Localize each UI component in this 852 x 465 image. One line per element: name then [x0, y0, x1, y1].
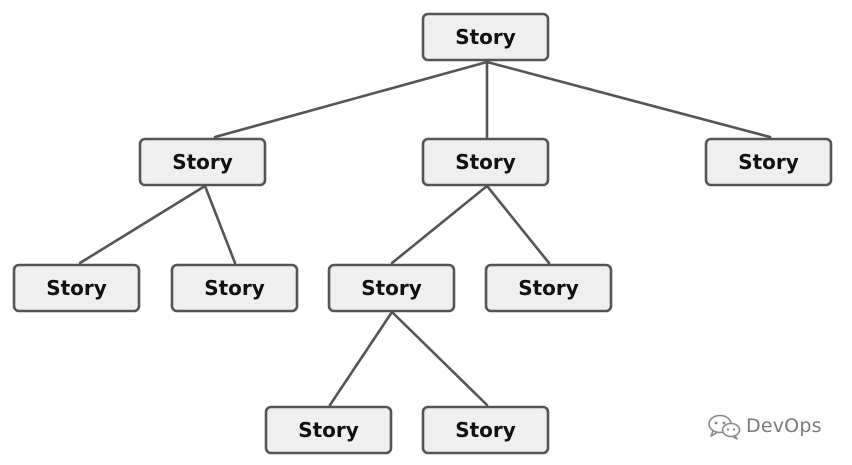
node-b: Story: [421, 137, 550, 187]
edge-a-a1: [78, 184, 207, 265]
node-box: [421, 137, 550, 187]
node-box: [421, 12, 550, 62]
node-box: [264, 405, 393, 455]
node-b1a: Story: [264, 405, 393, 455]
edge-root-a: [213, 60, 489, 139]
node-label: Story: [455, 150, 516, 174]
edge-root-c: [485, 60, 772, 139]
edge-b1-b1b: [390, 310, 489, 407]
node-b1: Story: [327, 263, 456, 313]
node-box: [421, 405, 550, 455]
watermark: DevOps: [706, 412, 822, 440]
node-a2: Story: [170, 263, 299, 313]
node-box: [327, 263, 456, 313]
node-box: [704, 137, 833, 187]
node-label: Story: [298, 418, 359, 442]
edge-b-b1: [390, 184, 489, 265]
node-c: Story: [704, 137, 833, 187]
node-label: Story: [455, 418, 516, 442]
node-label: Story: [455, 25, 516, 49]
node-b2: Story: [484, 263, 613, 313]
tree-edges: [78, 60, 772, 407]
node-label: Story: [518, 276, 579, 300]
node-label: Story: [361, 276, 422, 300]
node-b1b: Story: [421, 405, 550, 455]
node-a1: Story: [12, 263, 141, 313]
node-box: [170, 263, 299, 313]
edge-a-a2: [203, 184, 237, 265]
wechat-icon: [708, 414, 741, 440]
node-box: [138, 137, 267, 187]
node-root: Story: [421, 12, 550, 62]
node-label: Story: [46, 276, 107, 300]
node-box: [484, 263, 613, 313]
node-label: Story: [738, 150, 799, 174]
node-a: Story: [138, 137, 267, 187]
node-label: Story: [172, 150, 233, 174]
watermark-text: DevOps: [746, 415, 822, 437]
node-label: Story: [204, 276, 265, 300]
edge-b1-b1a: [328, 310, 394, 407]
edge-b-b2: [485, 184, 551, 265]
node-box: [12, 263, 141, 313]
